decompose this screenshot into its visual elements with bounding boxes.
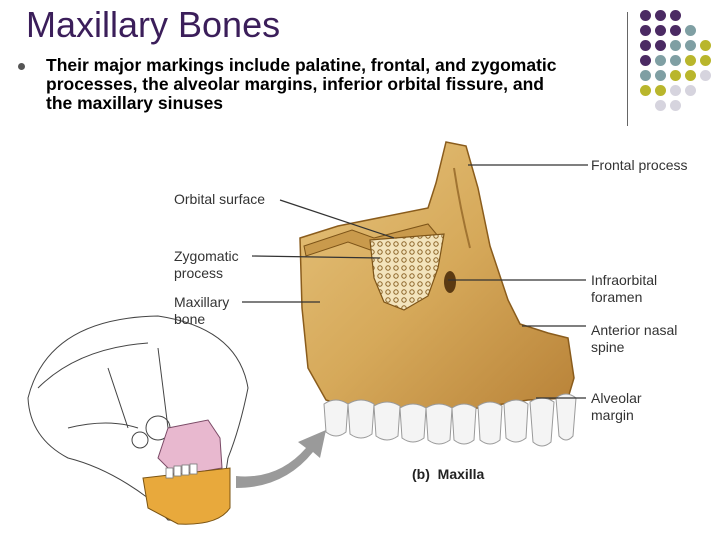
decor-dot — [640, 55, 651, 66]
teeth-row — [323, 393, 577, 447]
decor-dot — [685, 25, 696, 36]
label-frontal-process: Frontal process — [591, 157, 688, 173]
decor-dot — [655, 25, 666, 36]
vertical-divider — [627, 12, 628, 126]
decor-dot — [700, 40, 711, 51]
label-infraorbital-foramen: Infraorbital foramen — [591, 272, 658, 305]
maxilla-bone-shape — [299, 141, 575, 414]
label-maxillary-bone: Maxillary bone — [174, 294, 230, 327]
spongy-bone-section — [369, 233, 445, 311]
skull-mandible — [142, 467, 231, 525]
infraorbital-foramen-shape — [444, 271, 456, 293]
decor-dot — [655, 100, 666, 111]
decor-dot — [655, 40, 666, 51]
bullet-dot-icon — [18, 63, 25, 70]
skull-maxilla-highlight — [157, 419, 223, 477]
label-orbital-surface: Orbital surface — [174, 191, 266, 207]
maxilla-figure: Orbital surface Zygomatic process Maxill… — [8, 128, 712, 534]
decor-dot — [640, 85, 651, 96]
label-anterior-nasal-spine: Anterior nasal spine — [591, 322, 678, 355]
decor-dot — [685, 55, 696, 66]
decor-dot — [670, 100, 681, 111]
decor-dot — [670, 40, 681, 51]
decor-dot — [685, 85, 696, 96]
decor-dot — [655, 10, 666, 21]
decor-dot — [655, 70, 666, 81]
decor-dot — [670, 10, 681, 21]
figure-caption: (b) Maxilla — [412, 466, 485, 482]
decor-dot — [670, 25, 681, 36]
decor-dot — [655, 85, 666, 96]
label-zygomatic-process: Zygomatic process — [174, 248, 239, 281]
bullet-text: Their major markings include palatine, f… — [46, 55, 557, 113]
leader-lines — [242, 164, 588, 399]
decor-dot — [640, 25, 651, 36]
decor-dot — [640, 10, 651, 21]
decor-dot — [685, 70, 696, 81]
maxilla-illustration — [27, 141, 588, 525]
decor-dot — [640, 70, 651, 81]
decorative-dot-grid — [638, 10, 720, 120]
decor-dot — [700, 70, 711, 81]
decor-dot — [670, 85, 681, 96]
decor-dot — [700, 55, 711, 66]
arrow-icon — [236, 430, 326, 488]
decor-dot — [670, 70, 681, 81]
decor-dot — [670, 55, 681, 66]
decor-dot — [685, 40, 696, 51]
decor-dot — [640, 40, 651, 51]
slide-title: Maxillary Bones — [26, 4, 281, 45]
decor-dot — [655, 55, 666, 66]
label-alveolar-margin: Alveolar margin — [591, 390, 642, 423]
